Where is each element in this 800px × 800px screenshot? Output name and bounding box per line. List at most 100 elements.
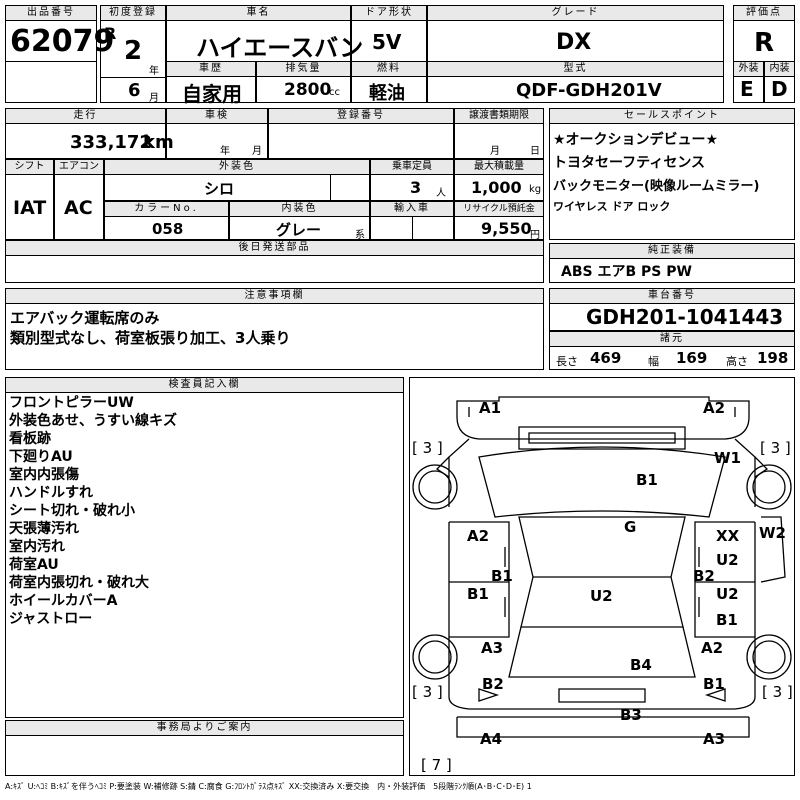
lot-no-blank — [5, 61, 97, 103]
note-line: ホイールカバーA — [9, 593, 118, 609]
damage-label: B1 — [703, 675, 725, 693]
int-color-value: グレー — [276, 221, 322, 239]
caution-line-2: 類別型式なし、荷室板張り加工、3人乗り — [10, 329, 291, 347]
office-cell — [5, 735, 404, 776]
sales-point-2: トヨタセーフティセンス — [553, 155, 706, 171]
damage-label: A4 — [480, 730, 503, 748]
damage-label: B3 — [620, 706, 642, 724]
shift-value: IAT — [13, 197, 47, 219]
note-line: ハンドルすれ — [9, 485, 93, 501]
tire-score: [ 3 ] — [412, 439, 443, 457]
color-label: 外装色 — [104, 159, 370, 175]
insp-month-unit: 月 — [252, 146, 262, 157]
int-value: D — [771, 77, 788, 101]
ac-label: エアコン — [54, 159, 104, 175]
transfer-day: 日 — [530, 146, 540, 157]
note-line: 看板跡 — [9, 431, 51, 447]
caution-label: 注意事項欄 — [5, 288, 544, 304]
later-parts-label: 後日発送部品 — [5, 240, 544, 256]
damage-label: XX — [716, 527, 740, 545]
load-cell — [454, 174, 544, 201]
displacement-cell — [256, 76, 351, 103]
car-name: ハイエースバン — [196, 34, 364, 62]
chassis-label: 車台番号 — [549, 288, 795, 304]
length-label: 長さ — [556, 355, 578, 368]
note-line: 荷室内張切れ・破れ大 — [9, 575, 149, 591]
fuel-value: 軽油 — [369, 83, 405, 104]
color-no-label: カラーNo. — [104, 201, 229, 217]
height-value: 198 — [757, 349, 789, 367]
year-unit: 年 — [149, 66, 159, 77]
shift-label: シフト — [5, 159, 54, 175]
damage-label: A1 — [479, 399, 502, 417]
tire-score: [ 3 ] — [762, 683, 793, 701]
equipment-value: ABS エアB PS PW — [561, 264, 692, 280]
height-label: 高さ — [726, 355, 748, 368]
history-value: 自家用 — [182, 82, 242, 106]
capacity-label: 乗車定員 — [370, 159, 454, 175]
transfer-month: 月 — [490, 146, 500, 157]
recycle-label: リサイクル預託金 — [454, 201, 544, 217]
history-cell — [166, 76, 256, 103]
damage-label: U2 — [716, 551, 739, 569]
width-value: 169 — [676, 349, 708, 367]
damage-label: B1 — [636, 471, 658, 489]
load-value: 1,000 — [471, 178, 522, 197]
door-label: ドア形状 — [351, 5, 427, 21]
inspection-label: 車検 — [166, 108, 268, 124]
damage-label: U2 — [716, 585, 739, 603]
color-no-value: 058 — [152, 220, 184, 238]
capacity-value: 3 — [410, 178, 422, 197]
later-parts-cell — [5, 255, 544, 283]
note-line: 荷室AU — [9, 557, 59, 573]
sales-points-label: セールスポイント — [549, 108, 795, 124]
note-line: ジャストロー — [9, 611, 93, 627]
ext-value: E — [740, 77, 754, 101]
damage-label: A3 — [703, 730, 726, 748]
ext-label: 外装 — [733, 61, 764, 77]
tire-score: [ 3 ] — [412, 683, 443, 701]
plate-cell — [268, 123, 454, 159]
displacement-unit: cc — [329, 87, 340, 98]
ext-cell — [733, 76, 764, 103]
lot-no: 62079 — [10, 24, 115, 59]
int-label: 内装 — [764, 61, 795, 77]
inspection-cell — [166, 123, 268, 159]
score-label: 評価点 — [733, 5, 795, 21]
damage-label: W2 — [759, 524, 786, 542]
legend: A:ｷｽﾞ U:ﾍｺﾐ B:ｷｽﾞを伴うﾍｺﾐ P:要塗装 W:補修跡 S:錆 … — [5, 782, 532, 791]
color-cell — [104, 174, 370, 201]
import-label: 輸入車 — [370, 201, 454, 217]
caution-cell — [5, 303, 544, 370]
month-unit: 月 — [149, 93, 159, 104]
note-line: シート切れ・破れ小 — [9, 503, 135, 519]
grade-value: DX — [556, 30, 592, 55]
damage-diagram — [409, 377, 795, 776]
recycle-cell — [454, 216, 544, 240]
int-color-unit: 系 — [355, 230, 365, 241]
color-value: シロ — [204, 180, 235, 198]
damage-label: B2 — [693, 567, 715, 585]
reg-month: 6 — [128, 80, 141, 101]
mileage-cell — [5, 123, 166, 159]
sales-point-4: ワイヤレス ドア ロック — [553, 200, 671, 213]
car-outline-diagram — [412, 396, 792, 738]
model-value: QDF-GDH201V — [516, 80, 662, 101]
displacement-label: 排気量 — [256, 61, 351, 77]
note-line: 下廻りAU — [9, 449, 73, 465]
mileage-value: 333,172 — [70, 132, 152, 153]
note-line: 室内内張傷 — [9, 467, 79, 483]
damage-label: A3 — [481, 639, 504, 657]
int-cell — [764, 76, 795, 103]
int-color-cell — [229, 216, 370, 240]
specs-label: 諸元 — [549, 331, 795, 347]
model-label: 型式 — [427, 61, 724, 77]
damage-label: B1 — [716, 611, 738, 629]
color-no-cell — [104, 216, 229, 240]
era: R — [104, 24, 117, 43]
divider — [100, 77, 166, 78]
damage-label: A2 — [703, 399, 726, 417]
specs-cell — [549, 346, 795, 370]
first-reg-label: 初度登録 — [100, 5, 166, 21]
fuel-label: 燃料 — [351, 61, 427, 77]
